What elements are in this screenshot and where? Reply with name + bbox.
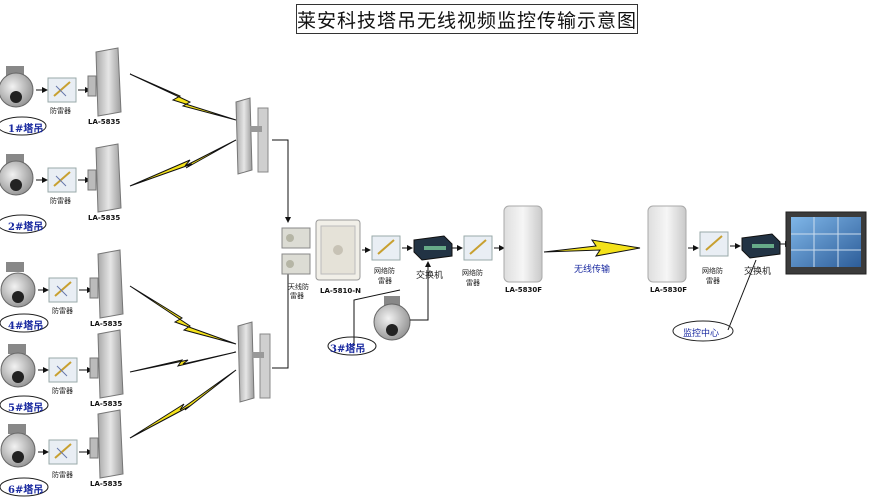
switch-icon [413, 235, 453, 261]
ptz-camera-icon [0, 344, 36, 388]
wireless-bolt-1 [129, 73, 237, 121]
arrester-label: 防雷器 [52, 471, 73, 479]
device-label-bridge: LA-5830F [505, 286, 543, 294]
arrester-icon [48, 439, 78, 465]
arrester-icon [47, 77, 77, 103]
switch-label: 交换机 [744, 267, 772, 277]
antenna-arrester-label-line1: 天线防 [288, 283, 309, 291]
switch-label: 交换机 [416, 271, 444, 281]
cpe-panel-icon [89, 249, 124, 319]
arrester-label: 防雷器 [52, 387, 73, 395]
crane-label-1: 1#塔吊 [8, 124, 44, 135]
device-label-cpe: LA-5835 [90, 320, 123, 328]
monitor-center-label: 监控中心 [683, 329, 720, 339]
device-label-bridge: LA-5830F [650, 286, 688, 294]
network-arrester-icon [699, 231, 729, 257]
network-arrester-icon [371, 235, 401, 261]
diagram-title: 莱安科技塔吊无线视频监控传输示意图 [296, 4, 638, 34]
net-arrester-label-line2: 雷器 [466, 279, 480, 287]
bridge-panel-icon [503, 205, 543, 283]
camera-row-6 [0, 409, 124, 497]
network-arrester-icon [463, 235, 493, 261]
base-station-icon [315, 219, 361, 281]
crane-label-5: 5#塔吊 [8, 403, 44, 414]
arrester-label: 防雷器 [50, 107, 71, 115]
camera-row-1 [0, 47, 122, 136]
cpe-panel-icon [87, 47, 122, 117]
antenna-arrester-label-line2: 雷器 [290, 292, 304, 300]
wireless-bolt-center [543, 239, 641, 257]
device-label-cpe: LA-5835 [90, 400, 123, 408]
cpe-panel-icon [87, 143, 122, 213]
sector-antenna-top [235, 97, 269, 175]
crane-label-6: 6#塔吊 [8, 485, 44, 496]
ptz-camera-icon [0, 424, 36, 468]
wireless-bolt-2 [129, 139, 237, 187]
net-arrester-label-line1: 网络防 [462, 269, 483, 277]
wireless-bolt-4 [129, 285, 237, 345]
wireless-label: 无线传输 [574, 265, 611, 275]
antenna-arrester-icon [281, 227, 311, 275]
device-label-cpe: LA-5835 [88, 118, 121, 126]
arrester-icon [47, 167, 77, 193]
bridge-panel-icon [647, 205, 687, 283]
arrester-label: 防雷器 [50, 197, 71, 205]
net-arrester-label-line1: 网络防 [374, 267, 395, 275]
camera-row-5 [0, 329, 124, 415]
device-label-base: LA-5810-N [320, 287, 362, 295]
monitor-wall-icon [785, 211, 867, 275]
ptz-camera-icon [0, 154, 34, 196]
arrester-label: 防雷器 [52, 307, 73, 315]
net-arrester-label-line2: 雷器 [378, 277, 392, 285]
cpe-panel-icon [89, 329, 124, 399]
crane-label-3: 3#塔吊 [330, 344, 366, 355]
sector-antenna-bottom [237, 321, 271, 403]
ptz-camera-icon [0, 66, 34, 108]
net-arrester-label-line2: 雷器 [706, 277, 720, 285]
wireless-bolt-6 [129, 369, 237, 439]
device-label-cpe: LA-5835 [88, 214, 121, 222]
camera-row-2 [0, 143, 122, 234]
arrester-icon [48, 357, 78, 383]
crane-label-2: 2#塔吊 [8, 222, 44, 233]
switch-icon [741, 233, 781, 259]
ptz-camera-icon [0, 262, 36, 308]
wireless-bolt-5 [129, 351, 237, 373]
cpe-panel-icon [89, 409, 124, 479]
arrester-icon [48, 277, 78, 303]
camera-row-3 [327, 261, 431, 356]
camera-row-4 [0, 249, 124, 333]
net-arrester-label-line1: 网络防 [702, 267, 723, 275]
ptz-camera-icon [373, 296, 411, 341]
device-label-cpe: LA-5835 [90, 480, 123, 488]
crane-label-4: 4#塔吊 [8, 321, 44, 332]
